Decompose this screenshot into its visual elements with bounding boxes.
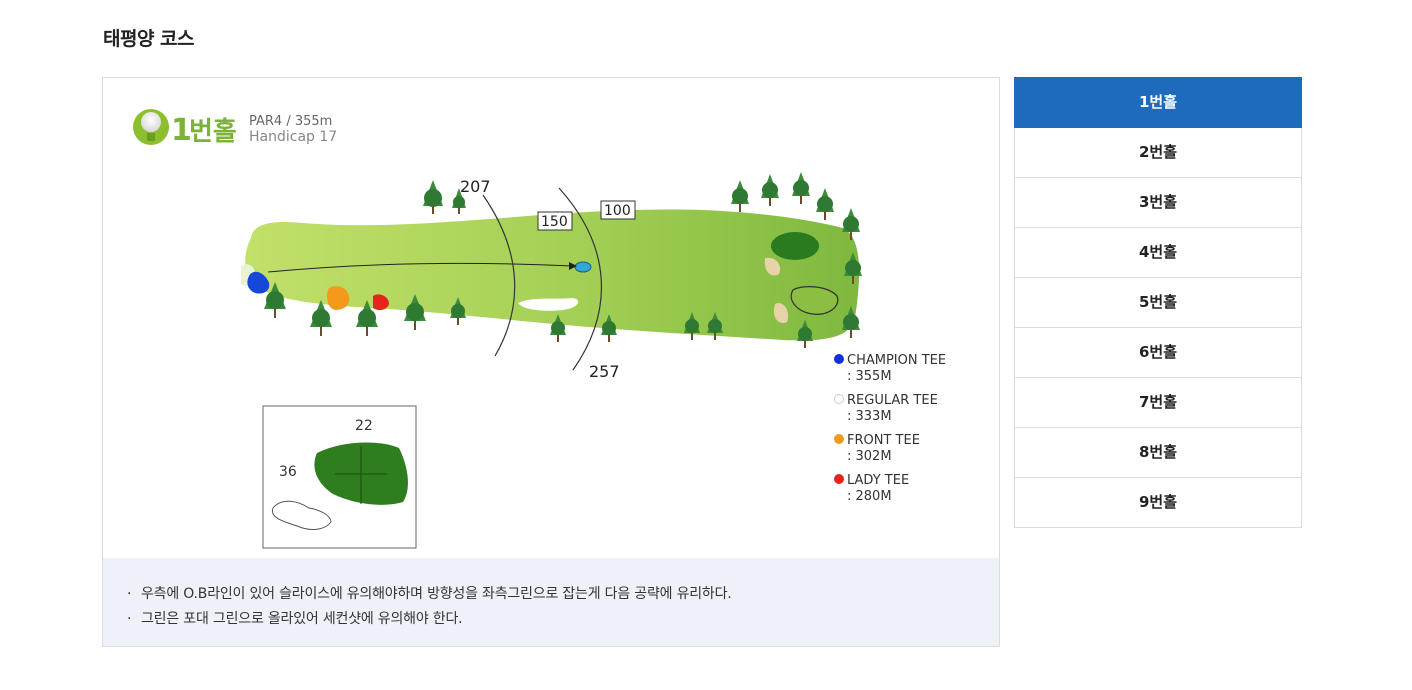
course-tips: · 우측에 O.B라인이 있어 슬라이스에 유의해야하며 방향성을 좌측그린으로 … [103,558,999,646]
tee-legend: CHAMPION TEE : 355M REGULAR TEE : 333M F… [834,353,946,504]
legend-regular-name: REGULAR TEE [847,393,938,408]
tip-bullet: · [127,586,132,602]
tip-bullet: · [127,611,132,627]
hole-logo [133,109,169,145]
hole-tab-9[interactable]: 9번홀 [1014,478,1302,528]
target-marker [574,261,592,273]
hole-list: 1번홀 2번홀 3번홀 4번홀 5번홀 6번홀 7번홀 8번홀 9번홀 [1014,77,1302,528]
green-detail-bunker [271,500,332,530]
green-detail-left: 36 [279,464,297,480]
front-tee-dot-icon [834,434,844,444]
legend-champion-name: CHAMPION TEE [847,353,946,368]
green [771,232,819,260]
distance-207: 207 [460,177,491,196]
page-title: 태평양 코스 [103,28,195,50]
hole-tab-3[interactable]: 3번홀 [1014,178,1302,228]
legend-front-dist: : 302M [847,449,892,464]
front-tee-marker [327,286,350,310]
distance-150: 150 [541,214,568,230]
distance-arc-100 [558,187,603,371]
tip-item: · 그린은 포대 그린으로 올라있어 세컨샷에 유의해야 한다. [127,608,463,628]
regular-tee-dot-icon [834,394,844,404]
tip-text: 우측에 O.B라인이 있어 슬라이스에 유의해야하며 방향성을 좌측그린으로 잡… [141,586,732,602]
tip-item: · 우측에 O.B라인이 있어 슬라이스에 유의해야하며 방향성을 좌측그린으로 … [127,583,732,603]
hole-tab-2[interactable]: 2번홀 [1014,128,1302,178]
legend-regular-dist: : 333M [847,409,892,424]
shot-line [267,262,574,273]
hole-tab-1[interactable]: 1번홀 [1014,77,1302,128]
course-map-panel: 1 번홀 PAR4 / 355m Handicap 17 207 150 [102,77,1000,647]
fairway [245,209,860,341]
green-detail-top: 22 [355,418,373,434]
tip-text: 그린은 포대 그린으로 올라있어 세컨샷에 유의해야 한다. [141,611,463,627]
champion-tee-marker [247,271,270,294]
legend-lady-dist: : 280M [847,489,892,504]
hole-tab-6[interactable]: 6번홀 [1014,328,1302,378]
lady-tee-marker [373,294,389,311]
course-map: 1 번홀 PAR4 / 355m Handicap 17 207 150 [133,109,946,549]
hole-handicap: Handicap 17 [249,129,337,145]
green-detail-inset: 22 36 [262,405,417,549]
legend-champion-dist: : 355M [847,369,892,384]
water-hazard [790,285,839,315]
tree-icons [264,172,862,348]
legend-front-name: FRONT TEE [847,433,920,448]
legend-lady-name: LADY TEE [847,473,909,488]
bunker [773,303,789,324]
hole-tab-7[interactable]: 7번홀 [1014,378,1302,428]
hole-label: 번홀 [189,117,237,147]
hole-tab-5[interactable]: 5번홀 [1014,278,1302,328]
distance-257: 257 [589,362,620,381]
hole-tab-8[interactable]: 8번홀 [1014,428,1302,478]
distance-arc-207 [482,194,516,357]
distance-100: 100 [604,203,631,219]
hole-par: PAR4 / 355m [249,114,332,129]
bunker [764,257,781,276]
waste-area [518,298,579,311]
hole-number: 1 [171,113,192,148]
lady-tee-dot-icon [834,474,844,484]
champion-tee-dot-icon [834,354,844,364]
hole-tab-4[interactable]: 4번홀 [1014,228,1302,278]
